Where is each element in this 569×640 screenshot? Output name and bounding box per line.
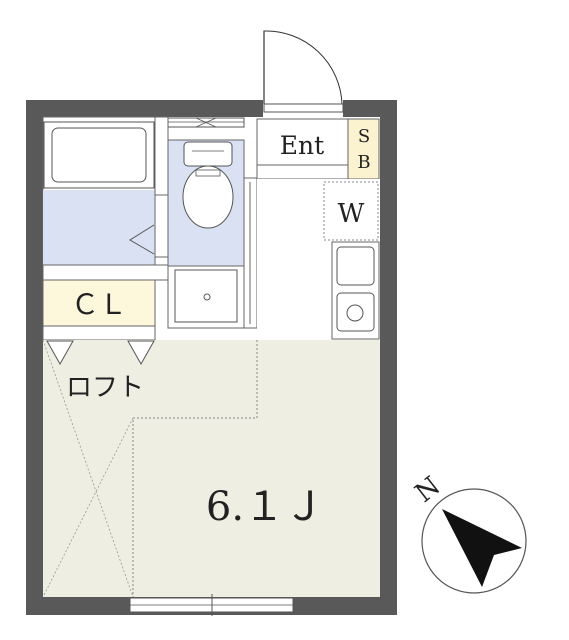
loft-cross-2 xyxy=(42,417,134,598)
washer-label: W xyxy=(338,199,365,229)
entrance-label-box xyxy=(256,118,349,166)
shoe-box xyxy=(347,118,380,180)
bath-door-mark xyxy=(129,224,155,255)
toilet-bowl xyxy=(182,165,234,229)
bathtub-inner xyxy=(51,127,147,183)
closet-label: ＣＬ xyxy=(71,288,127,321)
compass: N xyxy=(410,471,527,594)
door-sill xyxy=(263,103,344,113)
shoe-box-label-b: B xyxy=(357,152,370,173)
entrance-area: Ent S B xyxy=(256,117,380,180)
bottom-window xyxy=(129,594,294,616)
loft-outline xyxy=(132,340,258,597)
shoe-box-label-s: S xyxy=(358,126,370,147)
closet-door-swing-right xyxy=(127,340,155,366)
loft-label: ロフト xyxy=(66,373,144,403)
bath-window xyxy=(167,117,245,128)
main-room-label: 6.１Ｊ xyxy=(206,484,324,530)
closet-door-rail xyxy=(42,325,156,341)
bath-tiles xyxy=(43,190,155,265)
compass-arrow xyxy=(442,509,522,587)
closet: ＣＬ xyxy=(42,264,169,341)
washbasin-drain xyxy=(203,293,211,301)
bathtub-room xyxy=(42,116,169,266)
toilet-tank xyxy=(183,141,233,167)
door-swing-arc xyxy=(263,30,343,105)
closet-door-swing-left xyxy=(46,340,74,366)
closet-top-divider xyxy=(42,264,169,281)
main-room-floor xyxy=(43,340,380,597)
bath-window-diag2 xyxy=(195,117,217,128)
kitchen-sink-drain xyxy=(346,304,364,322)
loft-cross-1 xyxy=(42,339,134,598)
bath-door-gap xyxy=(154,194,169,258)
toilet-room xyxy=(167,139,258,329)
entrance-door xyxy=(263,30,344,117)
kitchen-area: W xyxy=(257,179,380,340)
toilet-seat-line xyxy=(195,169,221,177)
main-room: ロフト 6.１Ｊ xyxy=(42,339,380,598)
stove xyxy=(336,246,375,286)
washer-space xyxy=(323,181,379,241)
closet-space xyxy=(42,279,156,327)
entrance-step xyxy=(256,164,349,180)
entrance-label: Ent xyxy=(280,131,324,160)
